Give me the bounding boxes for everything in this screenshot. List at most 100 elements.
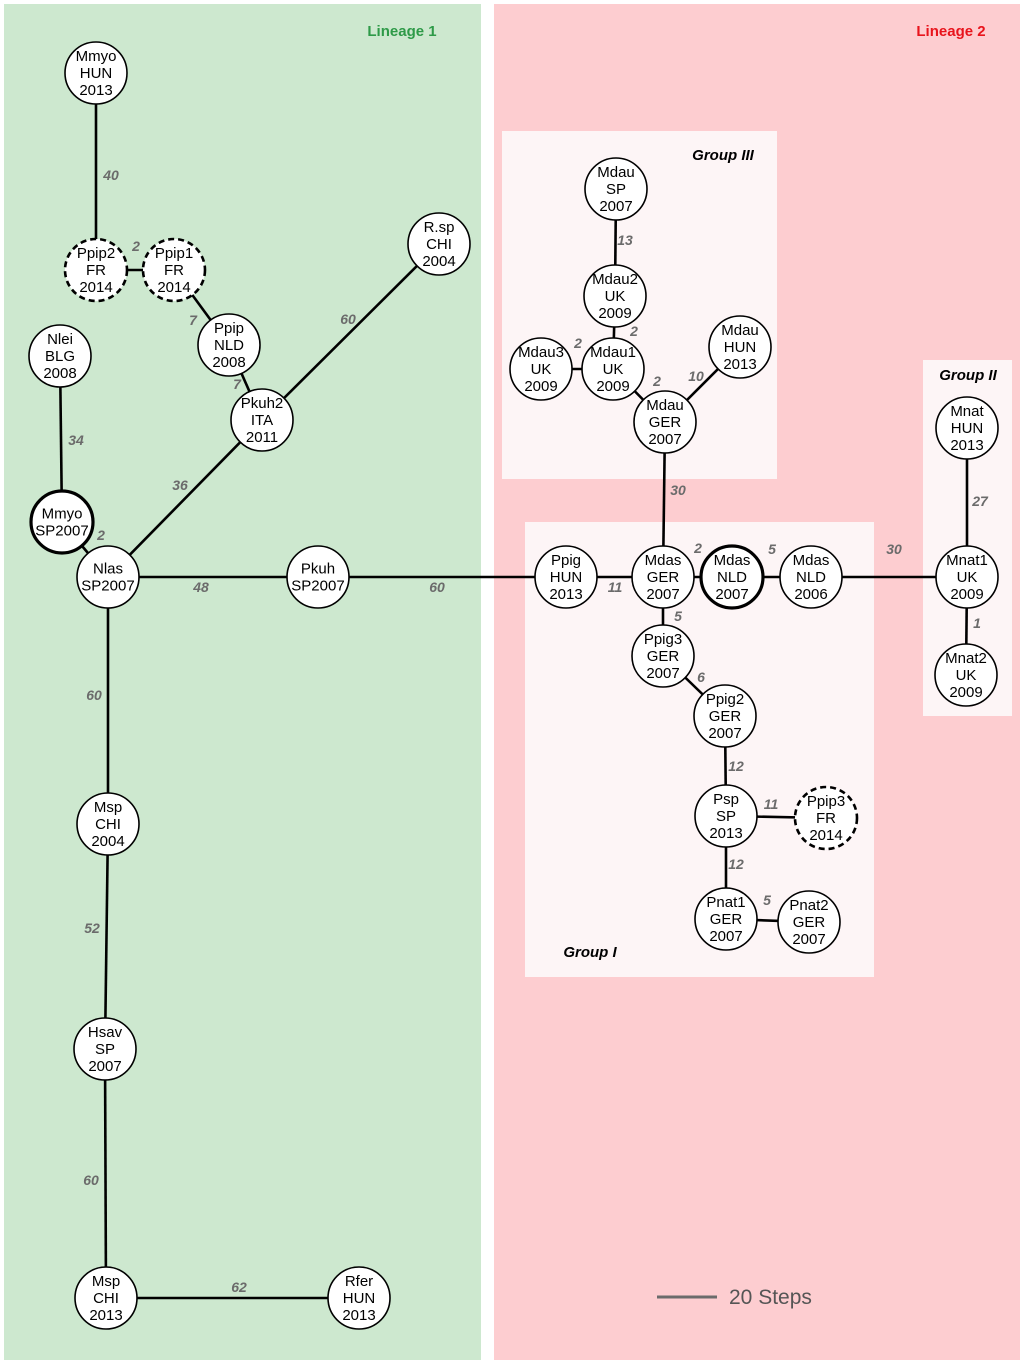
node-label-line: Pnat1 [706, 894, 745, 911]
node-label-line: GER [793, 914, 826, 931]
node-label-line: UK [605, 288, 626, 305]
edge-label-mdau_ger-mdas_ger: 30 [670, 482, 686, 498]
node-label-line: SP [95, 1041, 115, 1058]
edge-label-psp_sp-ppip3_fr: 11 [764, 796, 779, 812]
edge-label-nlei_blg-mmyo_sp: 34 [68, 432, 84, 448]
node-label-line: Ppig2 [706, 691, 744, 708]
edge-label-nlas_sp-pkuh_sp: 48 [192, 579, 209, 595]
node-label-line: 2007 [792, 931, 825, 948]
node-label-line: Ppip [214, 320, 244, 337]
node-label-line: SP [716, 808, 736, 825]
node-label-line: 2013 [549, 586, 582, 603]
edge-label-msp_chi04-hsav_sp: 52 [84, 920, 100, 936]
edge-label-mdau2_uk-mdau1_uk: 2 [629, 323, 638, 339]
node-label-line: 2013 [342, 1307, 375, 1324]
node-label-line: NLD [214, 337, 244, 354]
edge-label-mnat1_uk-mnat2_uk: 1 [973, 615, 981, 631]
node-label-line: SP2007 [291, 578, 344, 595]
node-label-line: Mmyo [42, 506, 83, 523]
node-label-line: 2007 [88, 1058, 121, 1075]
node-circle [777, 890, 841, 954]
edge-label-mnat_hun-mnat1_uk: 27 [971, 493, 989, 509]
lineage-1-panel [4, 4, 481, 1360]
node-label-line: 2007 [646, 586, 679, 603]
node-label-line: Ppip2 [77, 245, 115, 262]
node-label-line: Mdas [645, 552, 682, 569]
edge-label-ppip_nld-pkuh2_ita: 7 [233, 376, 242, 392]
node-circle [793, 785, 859, 851]
node-circle [407, 212, 471, 276]
node-label-line: 2013 [89, 1307, 122, 1324]
node-label-line: 2008 [43, 365, 76, 382]
node-circle [534, 545, 598, 609]
edge-label-mmyo_hun-ppip2_fr: 40 [102, 167, 119, 183]
node-label-line: HUN [724, 339, 757, 356]
node-label-line: HUN [343, 1290, 376, 1307]
node-label-line: Mdas [714, 552, 751, 569]
node-label-line: 2007 [709, 928, 742, 945]
node-label-line: Mdau [597, 164, 635, 181]
scale-bar-label: 20 Steps [729, 1286, 812, 1309]
node-label-line: Mdas [793, 552, 830, 569]
node-circle [693, 684, 757, 748]
edge-label-nlas_sp-pkuh2_ita: 36 [172, 477, 188, 493]
node-label-line: 2009 [949, 684, 982, 701]
node-label-line: NLD [717, 569, 747, 586]
node-label-line: Mdau [721, 322, 759, 339]
node-label-line: UK [531, 361, 552, 378]
node-circle [73, 1017, 137, 1081]
node-label-line: SP2007 [81, 578, 134, 595]
node-label-line: GER [647, 648, 680, 665]
node-label-line: 2007 [648, 431, 681, 448]
edge-label-pnat1_ger-pnat2_ger: 5 [763, 892, 771, 908]
node-circle [197, 313, 261, 377]
node-label-line: Mdau3 [518, 344, 564, 361]
node-label-line: FR [86, 262, 106, 279]
node-label-line: Nlas [93, 561, 123, 578]
edge-msp_chi04-hsav_sp [103, 823, 110, 1050]
node-label-line: FR [164, 262, 184, 279]
node-label-line: 2014 [809, 827, 842, 844]
node-label-line: NLD [796, 569, 826, 586]
node-label-line: Msp [94, 799, 122, 816]
node-label-line: ITA [251, 412, 273, 429]
node-label-line: UK [957, 569, 978, 586]
node-label-line: Pkuh [301, 561, 335, 578]
node-label-line: Mdau2 [592, 271, 638, 288]
node-label-line: Mnat [950, 403, 984, 420]
edge-label-msp_chi13-rfer_hun: 62 [231, 1279, 247, 1295]
edge-hsav_sp-msp_chi13 [103, 1048, 108, 1299]
lineage-1-title: Lineage 1 [367, 23, 436, 40]
edge-label-mdas_ger-mdas_nld07: 2 [693, 540, 702, 556]
node-circle [76, 792, 140, 856]
edge-label-ppig3_ger-ppig2_ger: 6 [697, 669, 705, 685]
node-label-line: HUN [550, 569, 583, 586]
node-label-line: 2009 [950, 586, 983, 603]
node-label-line: 2014 [79, 279, 112, 296]
edge-label-mdau1_uk-mdau_ger: 2 [652, 373, 661, 389]
network-nodes: MmyoHUN2013Ppip2FR2014Ppip1FR2014PpipNLD… [28, 41, 999, 1330]
node-label-line: BLG [45, 348, 75, 365]
node-circle [694, 887, 758, 951]
group-3-title: Group III [692, 147, 754, 164]
node-circle [509, 337, 573, 401]
edge-label-ppip2_fr-ppip1_fr: 2 [131, 238, 140, 254]
node-circle [76, 545, 140, 609]
node-label-line: UK [956, 667, 977, 684]
node-label-line: CHI [95, 816, 121, 833]
node-label-line: 2009 [524, 378, 557, 395]
